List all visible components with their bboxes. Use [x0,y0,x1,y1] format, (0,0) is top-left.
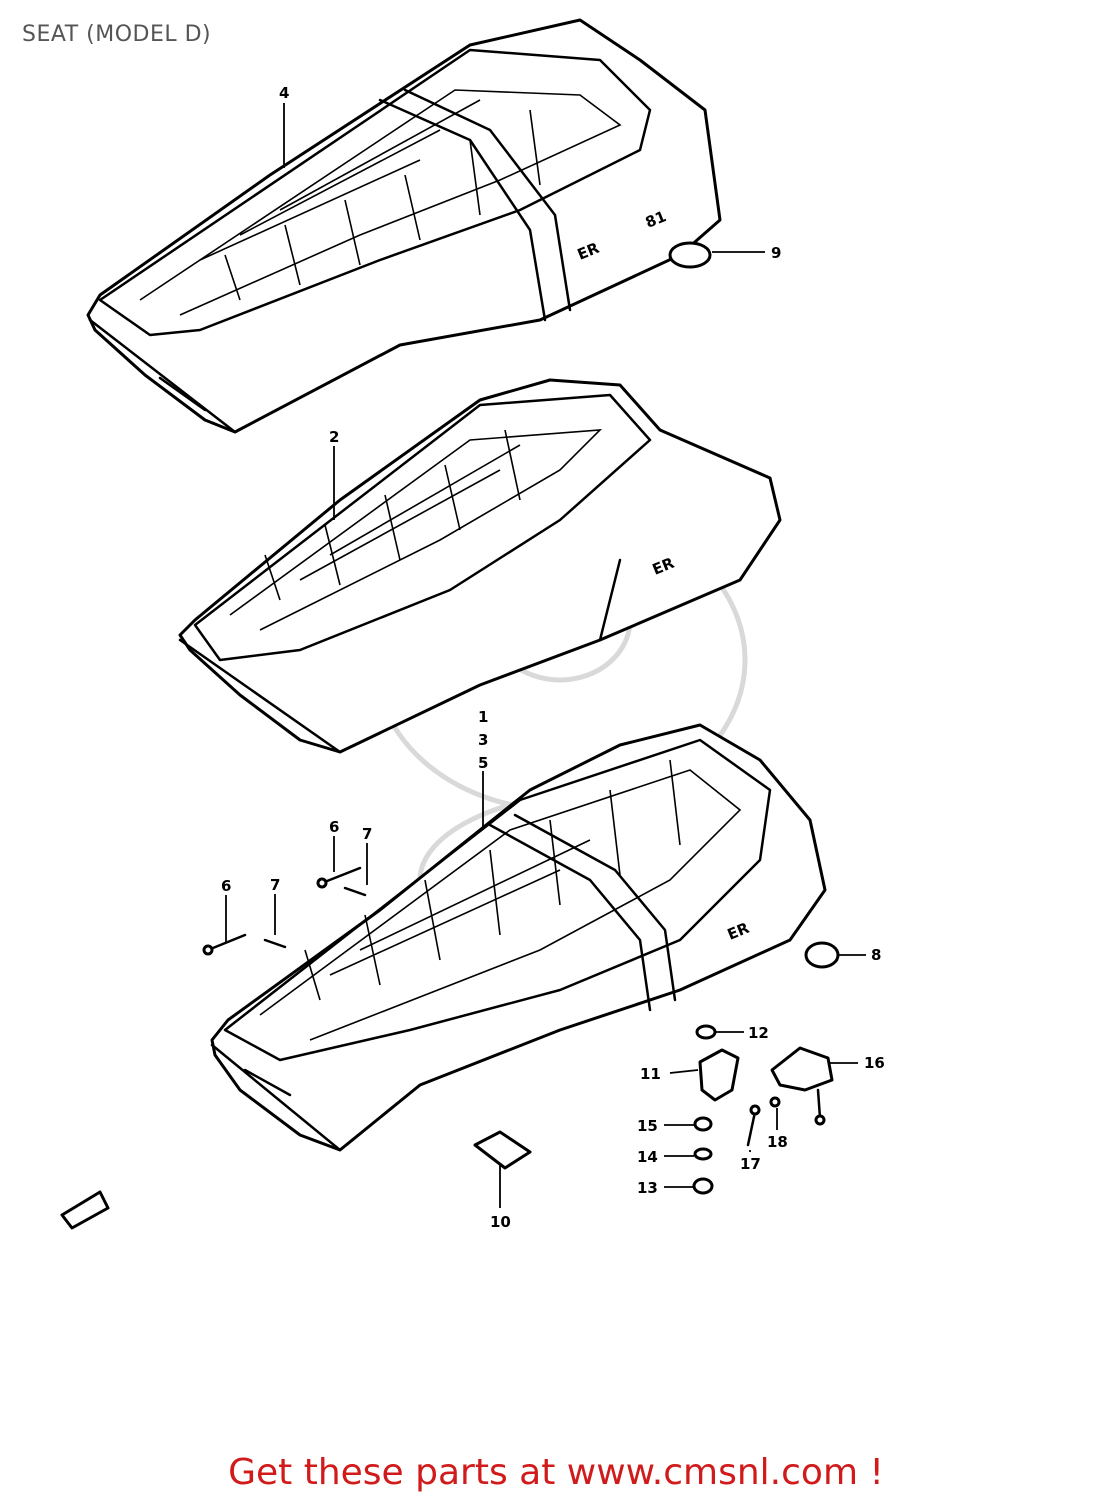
callout-label: 11 [640,1065,661,1083]
callout-label: 8 [871,946,881,964]
part-cap-8 [804,941,840,969]
part-screw-17 [746,1104,761,1147]
part-bolt-7b [263,938,287,949]
front-arrow-icon [60,1190,110,1230]
callout-label: 1 [478,708,488,726]
callout-label: 7 [362,825,372,843]
callout-label: 6 [329,818,339,836]
seat-bottom: ER [210,723,827,1152]
leader-lines [225,103,866,1208]
diagram-title: SEAT (MODEL D) [22,22,212,47]
part-lock-16 [770,1046,834,1126]
callout-label: 15 [637,1117,658,1135]
part-washer-18 [769,1096,781,1108]
exploded-parts-diagram: ER 81 ER ER [60,18,885,1231]
part-bolt-6b [202,933,247,956]
seat-top: ER 81 [86,18,722,434]
callout-label: 9 [771,244,781,262]
part-washer-12 [695,1024,717,1040]
parts-shop-link[interactable]: Get these parts at www.cmsnl.com ! [228,1452,884,1493]
part-bolt-6a [316,866,362,889]
callout-label: 13 [637,1179,658,1197]
part-bracket-11 [698,1048,740,1102]
callout-label: 14 [637,1148,658,1166]
callout-label: 2 [329,428,339,446]
callout-label: 17 [740,1155,761,1173]
callout-label: 12 [748,1024,769,1042]
callout-label: 6 [221,877,231,895]
callout-label: 4 [279,84,289,102]
callout-label: 3 [478,731,488,749]
part-nut-15 [693,1116,713,1132]
part-washer-14 [693,1147,713,1161]
part-cap-9 [668,241,712,269]
seat-middle: ER [178,378,782,754]
callout-label: 10 [490,1213,511,1231]
callout-label: 5 [478,754,488,772]
part-clip-10 [473,1130,532,1170]
callout-labels: 4 2 9 1 3 5 6 7 6 7 8 12 11 16 15 14 13 … [221,84,885,1231]
callout-label: 18 [767,1133,788,1151]
part-bolt-7a [343,886,367,897]
callout-label: 7 [270,876,280,894]
part-nut-13 [692,1177,714,1195]
callout-label: 16 [864,1054,885,1072]
